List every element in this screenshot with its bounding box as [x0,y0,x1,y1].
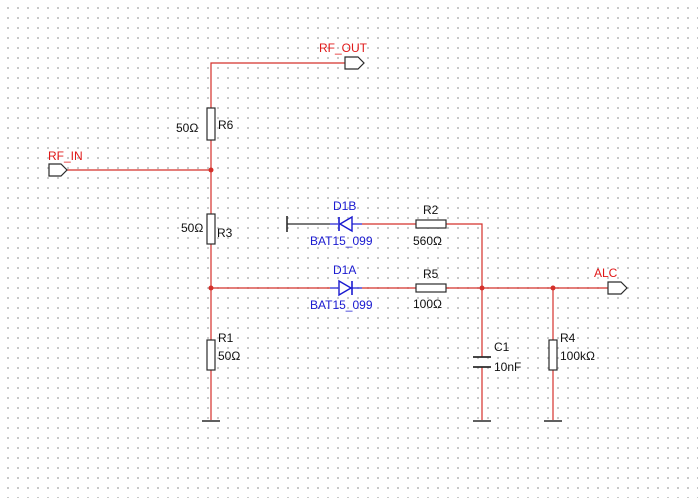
capacitor-c1[interactable]: C1 10nF [473,340,521,374]
ref-label: D1A [333,263,356,277]
resistor-r4[interactable]: R4 100kΩ [548,331,595,371]
resistor-r2[interactable]: R2 560Ω [413,203,447,248]
ref-label: R1 [218,331,234,345]
resistor-body [548,339,558,371]
wire-r2-c1 [446,223,483,357]
part-label: BAT15_099 [310,234,373,248]
ref-label: R6 [218,118,234,132]
value-label: 50Ω [218,349,240,363]
value-label: 100Ω [413,297,442,311]
ref-label: R2 [423,203,439,217]
ref-label: R3 [217,226,233,240]
port-arrow-icon [48,163,68,177]
wires [66,62,608,420]
ref-label: R4 [560,331,576,345]
diode-icon [338,215,353,233]
net-label-rf-in: RF_IN [48,149,83,163]
junction-dot [208,167,214,173]
resistor-body [206,107,216,141]
junction-dot [208,285,214,291]
ref-label: R5 [423,267,439,281]
resistor-body [206,339,216,371]
port-arrow-icon [607,281,628,295]
ref-label: C1 [494,340,510,354]
resistor-body [415,283,447,293]
resistor-body [206,213,216,245]
port-arrow-icon [344,56,365,70]
junction-dot [550,285,556,291]
wire-rf-out [210,62,345,108]
port-rf-in[interactable]: RF_IN [48,149,83,177]
junction-dot [479,285,485,291]
resistor-r3[interactable]: 50Ω R3 [181,213,233,245]
value-label: 50Ω [181,221,203,235]
port-alc[interactable]: ALC [594,266,628,295]
resistor-r5[interactable]: R5 100Ω [413,267,447,311]
net-label-alc: ALC [594,266,618,280]
port-rf-out[interactable]: RF_OUT [319,41,368,70]
part-label: BAT15_099 [310,298,373,312]
diode-d1b[interactable]: D1B BAT15_099 [310,199,373,248]
value-label: 560Ω [413,234,442,248]
resistor-r1[interactable]: R1 50Ω [206,331,240,371]
value-label: 10nF [494,360,521,374]
diode-icon [338,279,353,297]
value-label: 50Ω [176,121,198,135]
ref-label: D1B [333,199,356,213]
resistor-body [415,219,447,229]
net-label-rf-out: RF_OUT [319,41,368,55]
junctions [208,167,556,291]
diode-d1a[interactable]: D1A BAT15_099 [310,263,373,312]
resistor-r6[interactable]: R6 50Ω [176,107,234,141]
value-label: 100kΩ [560,349,595,363]
